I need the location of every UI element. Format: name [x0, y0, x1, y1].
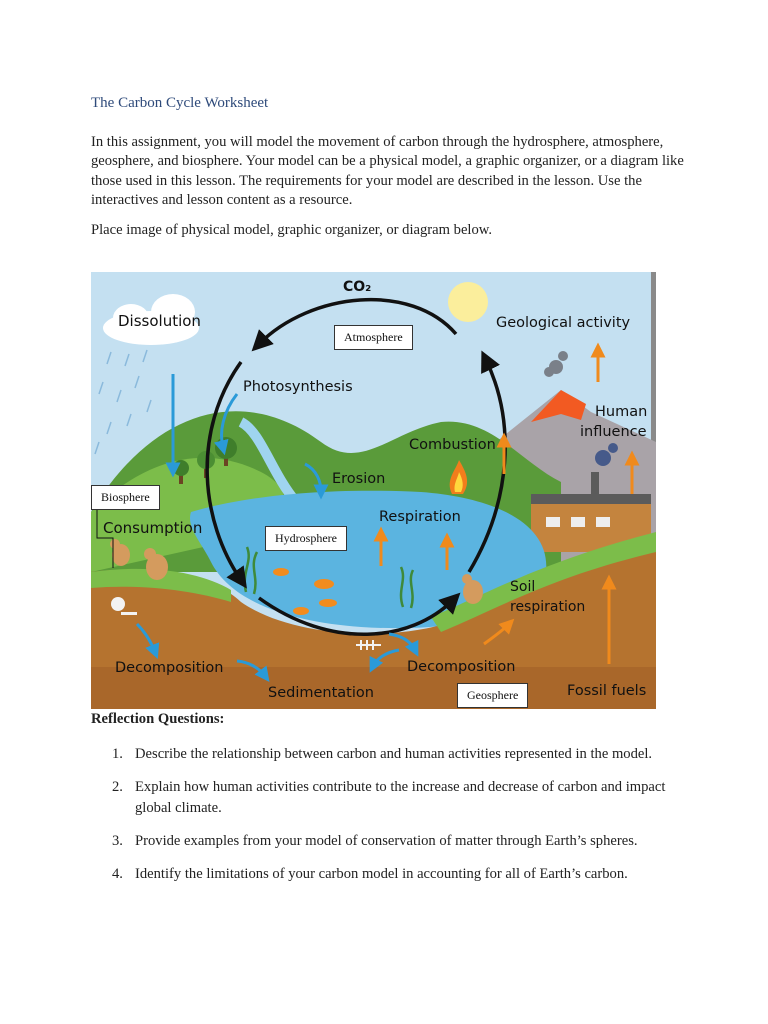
question-number: 2. [112, 779, 123, 795]
label-dissolution: Dissolution [118, 312, 201, 330]
label-soil-line2: respiration [510, 599, 585, 615]
cycle-arrow-left [205, 360, 247, 589]
label-combustion: Combustion [409, 437, 496, 453]
label-consumption: Consumption [103, 519, 202, 537]
co2-label: CO₂ [343, 279, 371, 295]
fish-bone-icon [356, 640, 381, 650]
label-decomposition-left: Decomposition [115, 660, 224, 676]
question-item: 4. Identify the limitations of your carb… [91, 864, 681, 885]
worksheet-title: The Carbon Cycle Worksheet [91, 95, 269, 111]
carbon-cycle-diagram: CO₂ Dissolution Geological activity Phot… [91, 272, 656, 709]
fire-icon [449, 460, 468, 494]
label-geological-activity: Geological activity [496, 315, 631, 331]
question-item: 3. Provide examples from your model of c… [91, 831, 681, 852]
question-text: Identify the limitations of your carbon … [135, 866, 628, 882]
label-respiration: Respiration [379, 509, 461, 525]
question-number: 1. [112, 746, 123, 762]
volcano-lava [531, 390, 586, 422]
label-human-line1: Human [595, 404, 647, 420]
hydrosphere-box: Hydrosphere [265, 526, 347, 551]
blue-arrows [135, 374, 419, 682]
orange-arrows [373, 342, 640, 664]
factory-icon [531, 443, 651, 552]
label-erosion: Erosion [332, 471, 385, 487]
cloud-icon [103, 294, 199, 345]
squirrel-icons [110, 539, 483, 604]
waterfall [238, 417, 300, 506]
left-grass [91, 568, 231, 602]
volcano-smoke [544, 351, 568, 377]
right-grass [431, 532, 656, 632]
geosphere-box: Geosphere [457, 683, 529, 708]
fish-icons [273, 568, 337, 615]
skull-icon [111, 597, 137, 615]
reflection-questions: 1. Describe the relationship between car… [91, 744, 681, 897]
label-fossil-fuels: Fossil fuels [567, 683, 646, 699]
cycle-arrow-top [251, 297, 458, 352]
biosphere-box: Biosphere [91, 485, 160, 510]
label-sedimentation: Sedimentation [268, 685, 374, 701]
intro-paragraph: In this assignment, you will model the m… [91, 134, 684, 209]
question-item: 1. Describe the relationship between car… [91, 744, 681, 765]
label-photosynthesis: Photosynthesis [243, 379, 353, 395]
label-soil-line1: Soil [510, 579, 535, 595]
placement-note: Place image of physical model, graphic o… [91, 222, 493, 238]
biosphere-connector [96, 510, 114, 568]
question-text: Provide examples from your model of cons… [135, 833, 638, 849]
reflection-heading: Reflection Questions: [91, 711, 225, 727]
cycle-arrow-bottom [257, 592, 461, 636]
atmosphere-box: Atmosphere [334, 325, 413, 350]
rain [94, 349, 152, 455]
label-decomposition-right: Decomposition [407, 659, 516, 675]
question-item: 2. Explain how human activities contribu… [91, 777, 681, 819]
sun-icon [448, 282, 488, 322]
question-text: Describe the relationship between carbon… [135, 746, 653, 762]
deep-soil [91, 667, 656, 709]
question-number: 4. [112, 866, 123, 882]
question-number: 3. [112, 833, 123, 849]
label-human-line2: influence [580, 424, 647, 440]
question-text: Explain how human activities contribute … [135, 779, 666, 816]
